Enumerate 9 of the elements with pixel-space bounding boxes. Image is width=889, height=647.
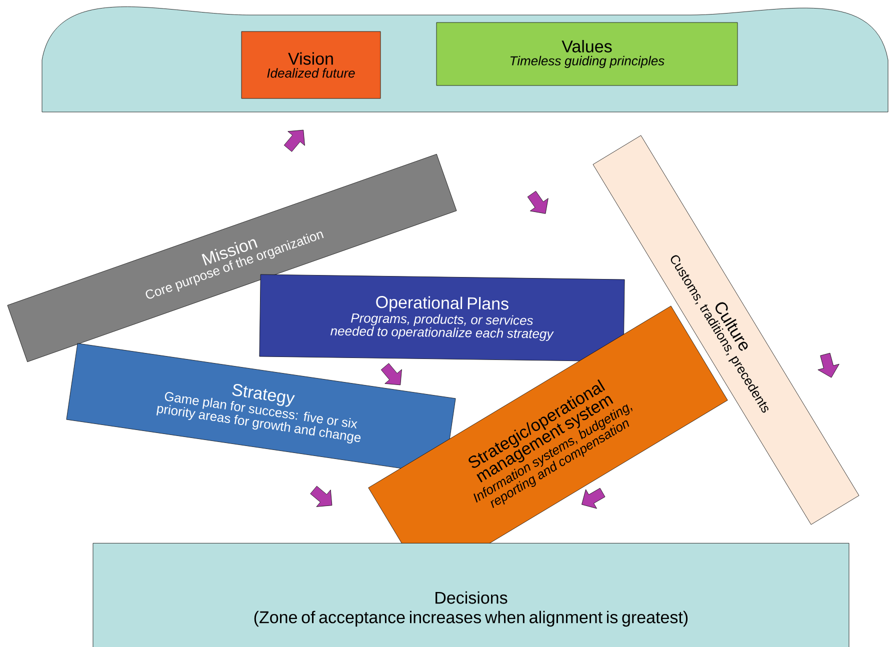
block-arrow	[582, 488, 606, 509]
block-arrow	[310, 486, 332, 507]
block-arrow	[380, 363, 402, 386]
strategy-box: Strategy Game plan for success: five or six priority areas for growth and change	[66, 343, 456, 475]
block-arrow	[284, 130, 305, 152]
plans-box: Operational Plans Programs, products, or services needed to operationalize each strategy	[259, 274, 625, 362]
values-box: Values Timeless guiding principles	[436, 22, 738, 86]
decision-box: Decisions (Zone of acceptance increases when alignment is greatest)	[92, 543, 850, 647]
vision-box: Vision Idealized future	[241, 31, 381, 99]
